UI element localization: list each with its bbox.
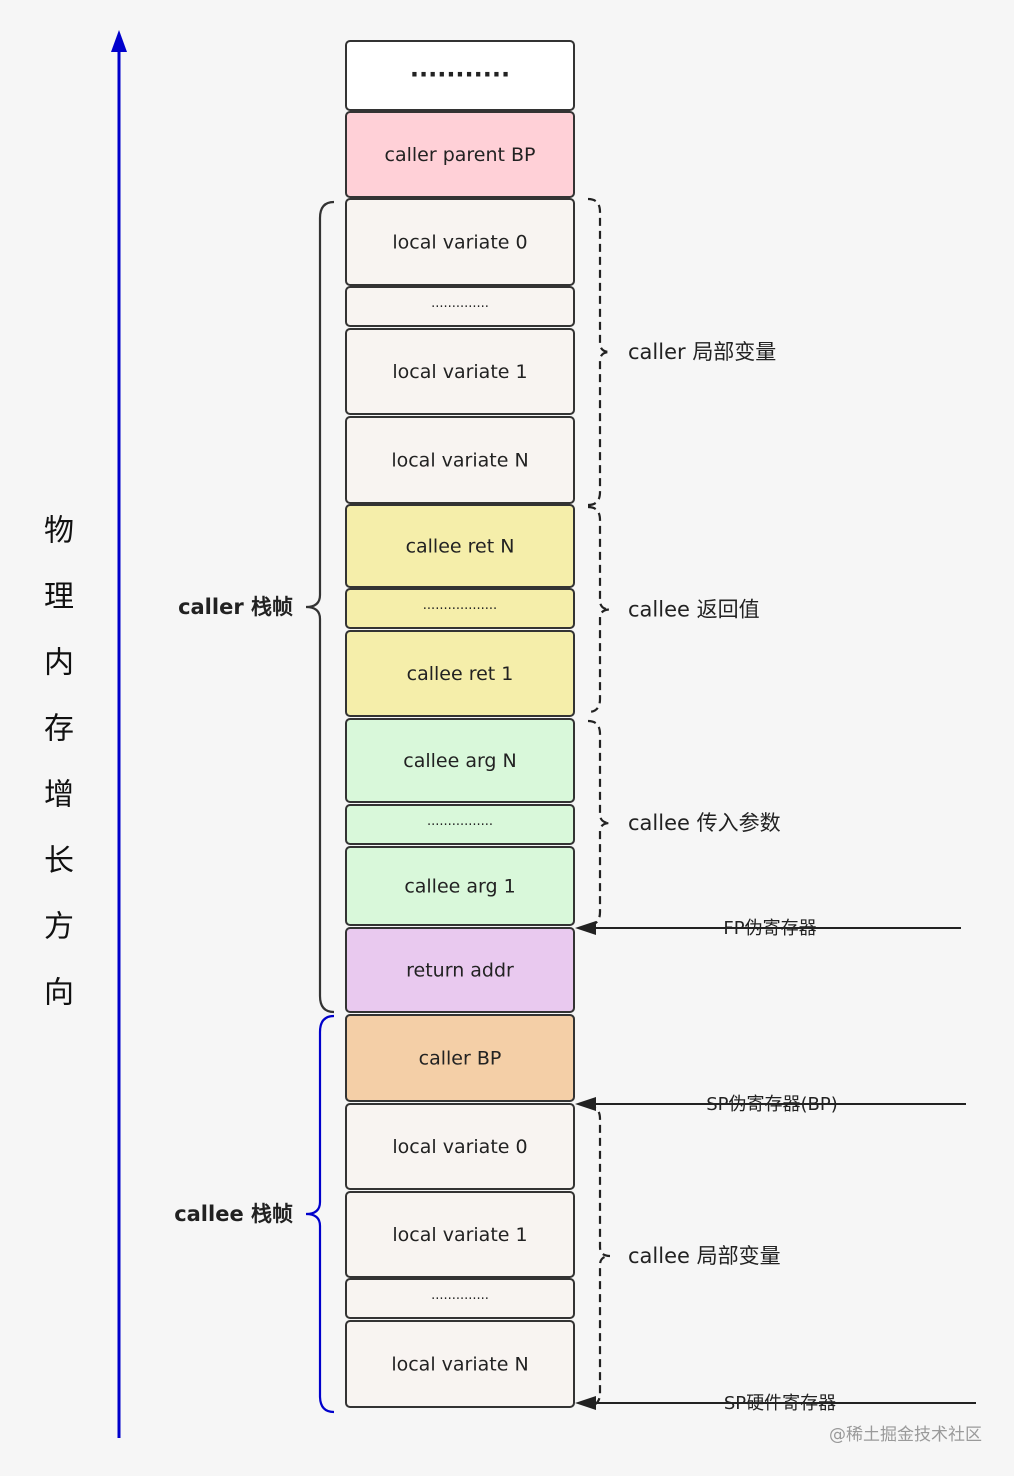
watermark: @稀土掘金技术社区 <box>829 1425 982 1445</box>
stack-cell-box <box>345 286 575 327</box>
frame-callee-frame: callee 栈帧 <box>174 1014 335 1414</box>
dashed-brace <box>587 197 611 507</box>
stack-cell-label: callee ret 1 <box>407 663 514 685</box>
stack-cell-label: local variate N <box>391 450 528 472</box>
stack-cell-box <box>345 927 575 1013</box>
dashed-brace <box>587 719 611 927</box>
axis-label-char: 长 <box>44 844 74 879</box>
dashed-brace <box>587 1104 611 1408</box>
stack-cell-caller-local-n: local variate N <box>345 416 575 504</box>
stack-cell-callee-ret-ellipsis: .................. <box>345 588 575 629</box>
stack-cell-label: callee arg N <box>403 750 517 772</box>
stack-cell-label: .............. <box>431 1288 489 1303</box>
stack-cell-box <box>345 804 575 845</box>
stack-cell-box <box>345 111 575 198</box>
dashed-brace <box>587 505 611 714</box>
bracket-callee-args: callee 传入参数 <box>587 719 781 927</box>
bracket-label: callee 返回值 <box>628 598 760 622</box>
axis-label-char: 增 <box>44 778 74 813</box>
stack-cell-box <box>345 1191 575 1278</box>
stack-cell-label: local variate 1 <box>392 1224 527 1246</box>
stack-cell-box <box>345 1320 575 1408</box>
stack-cell-box <box>345 588 575 629</box>
pointer-sp-hardware-pointer: SP硬件寄存器 <box>575 1393 976 1414</box>
frame-caller-frame: caller 栈帧 <box>178 200 335 1014</box>
stack-cell-caller-parent-bp: caller parent BP <box>345 111 575 198</box>
axis-label-char: 物 <box>44 514 74 549</box>
axis-label-char: 向 <box>44 976 74 1011</box>
stack-cell-box <box>345 1014 575 1102</box>
frame-label: callee 栈帧 <box>174 1202 293 1226</box>
register-pointers: FP伪寄存器 SP伪寄存器(BP) SP硬件寄存器 <box>575 918 976 1414</box>
stack-cell-callee-arg-ellipsis: ................ <box>345 804 575 845</box>
stack-cell-label: local variate 0 <box>392 1136 527 1158</box>
region-brackets: caller 局部变量 callee 返回值 callee 传入参数 callee 局… <box>587 197 781 1408</box>
stack-cell-box <box>345 630 575 717</box>
stack-cell-callee-arg-n: callee arg N <box>345 718 575 803</box>
stack-cell-callee-local-ellipsis: .............. <box>345 1278 575 1319</box>
bracket-caller-locals: caller 局部变量 <box>587 197 776 507</box>
stack-cell-label: caller parent BP <box>385 144 536 166</box>
stack-cell-caller-local-ellipsis: .............. <box>345 286 575 327</box>
stack-cell-callee-ret-1: callee ret 1 <box>345 630 575 717</box>
bracket-label: callee 局部变量 <box>628 1244 781 1268</box>
stack-cell-caller-local-0: local variate 0 <box>345 198 575 286</box>
pointer-label: FP伪寄存器 <box>723 918 816 939</box>
frame-brace <box>305 200 335 1014</box>
stack-cell-box <box>345 718 575 803</box>
stack-cell-box <box>345 1103 575 1190</box>
frame-label: caller 栈帧 <box>178 595 293 619</box>
stack-cell-label: local variate 0 <box>392 232 527 254</box>
stack-cell-caller-local-1: local variate 1 <box>345 328 575 415</box>
stack-cell-label: return addr <box>406 960 514 982</box>
stack-cell-caller-bp: caller BP <box>345 1014 575 1102</box>
growth-arrow-head <box>111 30 127 52</box>
frame-braces: caller 栈帧 callee 栈帧 <box>174 200 335 1414</box>
axis-label-char: 存 <box>44 712 74 747</box>
pointer-arrowhead <box>575 921 596 935</box>
pointer-label: SP硬件寄存器 <box>724 1393 836 1414</box>
stack-cell-box <box>345 846 575 926</box>
axis-label-char: 方 <box>44 910 74 945</box>
stack-cell-box <box>345 328 575 415</box>
stack-column: ........... caller parent BP local variate… <box>345 40 575 1408</box>
stack-cell-return-addr: return addr <box>345 927 575 1013</box>
stack-cell-top-ellipsis: ........... <box>345 40 575 111</box>
pointer-fp-pointer: FP伪寄存器 <box>575 918 961 939</box>
stack-cell-box <box>345 40 575 111</box>
stack-cell-callee-arg-1: callee arg 1 <box>345 846 575 926</box>
stack-cell-box <box>345 198 575 286</box>
stack-cell-callee-ret-n: callee ret N <box>345 504 575 588</box>
bracket-label: caller 局部变量 <box>628 340 776 364</box>
stack-cell-label: ................ <box>427 814 493 829</box>
pointer-label: SP伪寄存器(BP) <box>706 1094 838 1115</box>
axis-label-char: 内 <box>44 646 74 681</box>
stack-cell-callee-local-0: local variate 0 <box>345 1103 575 1190</box>
stack-cell-box <box>345 416 575 504</box>
axis-label-char: 理 <box>44 580 74 615</box>
stack-cell-label: callee ret N <box>406 536 515 558</box>
pointer-arrowhead <box>575 1097 596 1111</box>
bracket-callee-locals: callee 局部变量 <box>587 1104 781 1408</box>
stack-cell-box <box>345 504 575 588</box>
bracket-callee-returns: callee 返回值 <box>587 505 760 714</box>
stack-cell-label: caller BP <box>419 1048 502 1070</box>
stack-cell-label: .................. <box>423 598 497 613</box>
stack-cell-label: callee arg 1 <box>404 876 515 898</box>
frame-brace <box>305 1014 335 1414</box>
stack-cell-label: local variate N <box>391 1354 528 1376</box>
stack-cell-box <box>345 1278 575 1319</box>
pointer-sp-pseudo-pointer: SP伪寄存器(BP) <box>575 1094 966 1115</box>
stack-cell-callee-local-1: local variate 1 <box>345 1191 575 1278</box>
stack-cell-label: local variate 1 <box>392 361 527 383</box>
bracket-label: callee 传入参数 <box>628 811 781 835</box>
pointer-arrowhead <box>575 1396 596 1410</box>
stack-cell-label: .............. <box>431 296 489 311</box>
stack-cell-callee-local-n: local variate N <box>345 1320 575 1408</box>
stack-cell-label: ........... <box>410 55 510 83</box>
